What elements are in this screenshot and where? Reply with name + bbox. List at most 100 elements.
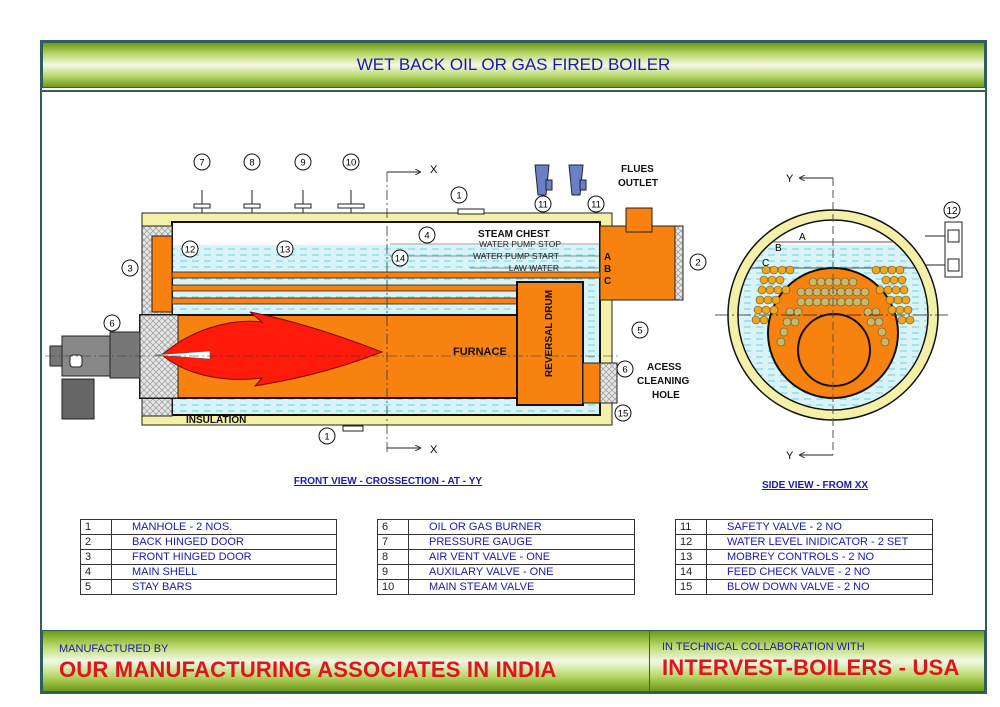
hole-label: HOLE (652, 390, 680, 401)
tube-section (775, 275, 785, 285)
furnace-label: FURNACE (453, 346, 507, 358)
tube-section (883, 285, 893, 295)
legend-text: STAY BARS (111, 579, 337, 595)
legend-number: 10 (377, 579, 409, 595)
legend-text: MAIN SHELL (111, 564, 337, 580)
flues-label: FLUES (621, 164, 654, 175)
callout-circle (391, 249, 409, 267)
burner (49, 331, 141, 420)
section-x-bottom: X (430, 444, 438, 456)
legend-text: WATER LEVEL INIDICATOR - 2 SET (706, 534, 933, 550)
legend-number: 6 (377, 519, 409, 535)
legend-number: 5 (80, 579, 112, 595)
callout-circle (631, 321, 649, 339)
callout-number: 1 (456, 191, 461, 202)
tube-section (875, 285, 885, 295)
collaboration-label: IN TECHNICAL COLLABORATION WITH (662, 641, 865, 653)
legend-text: MAIN STEAM VALVE (408, 579, 635, 595)
tube-section (782, 317, 792, 327)
legend-text: BACK HINGED DOOR (111, 534, 337, 550)
access-label: ACESS (647, 362, 682, 373)
callout-number: 11 (538, 200, 548, 211)
tube-section (832, 277, 842, 287)
legend-text: AUXILARY VALVE - ONE (408, 564, 635, 580)
title-bar: WET BACK OIL OR GAS FIRED BOILER (42, 42, 985, 88)
callout-number: 3 (127, 264, 132, 275)
callout-circle (342, 153, 360, 171)
tube-section (820, 297, 830, 307)
callout-circle (121, 259, 139, 277)
side-level-b: B (775, 243, 782, 254)
water-level-indicator (925, 221, 963, 278)
legend-number: 2 (80, 534, 112, 550)
flue-box (599, 225, 681, 301)
tube-section (812, 287, 822, 297)
tube-section (759, 315, 769, 325)
side-view-caption: SIDE VIEW - FROM XX (762, 480, 868, 491)
tube-section (804, 297, 814, 307)
tube-section (796, 287, 806, 297)
legend-number: 14 (675, 564, 707, 580)
legend-text: SAFETY VALVE - 2 NO (706, 519, 933, 535)
callout-number: 7 (199, 158, 204, 169)
callout-number: 13 (280, 245, 291, 256)
tube-section (816, 277, 826, 287)
tube-section (885, 295, 895, 305)
callout-number: 6 (109, 319, 114, 330)
legend-text: OIL OR GAS BURNER (408, 519, 635, 535)
legend-text: MANHOLE - 2 NOS. (111, 519, 337, 535)
tube-section (897, 315, 907, 325)
callout-circle (103, 314, 121, 332)
level-a: A (604, 252, 611, 263)
tube-row (149, 297, 518, 305)
tube-section (824, 277, 834, 287)
tube-section (887, 265, 897, 275)
tube-section (808, 277, 818, 287)
flame (161, 311, 384, 387)
legend-number: 4 (80, 564, 112, 580)
callout-circle (534, 195, 552, 213)
callout-circle (193, 153, 211, 171)
level-c: C (604, 276, 611, 287)
legend-number: 8 (377, 549, 409, 565)
tube-row (149, 284, 518, 292)
legend-number: 7 (377, 534, 409, 550)
tube-section (899, 285, 909, 295)
tube-section (765, 285, 775, 295)
section-x-top: X (430, 164, 438, 176)
insulation-label: INSULATION (186, 415, 246, 426)
tube-section (881, 275, 891, 285)
callout-number: 2 (695, 258, 700, 269)
side-level-c: C (762, 258, 769, 269)
law-water-label: LAW WATER (509, 263, 559, 273)
callout-12-side: 12 (946, 206, 958, 217)
side-level-a: A (799, 232, 806, 243)
callout-circle (450, 186, 468, 204)
reversal-drum-label: REVERSAL DRUM (544, 290, 555, 377)
tube-section (796, 297, 806, 307)
tube-section (852, 297, 862, 307)
tube-section (874, 317, 884, 327)
legend-text: AIR VENT VALVE - ONE (408, 549, 635, 565)
tube-section (880, 337, 890, 347)
cleaning-label: CLEANING (637, 376, 689, 387)
callout-circle (294, 153, 312, 171)
manufacturer-name: OUR MANUFACTURING ASSOCIATES IN INDIA (59, 657, 557, 682)
callout-circle (276, 240, 294, 258)
tube-section (781, 285, 791, 295)
tube-section (840, 277, 850, 287)
legend-text: FRONT HINGED DOOR (111, 549, 337, 565)
